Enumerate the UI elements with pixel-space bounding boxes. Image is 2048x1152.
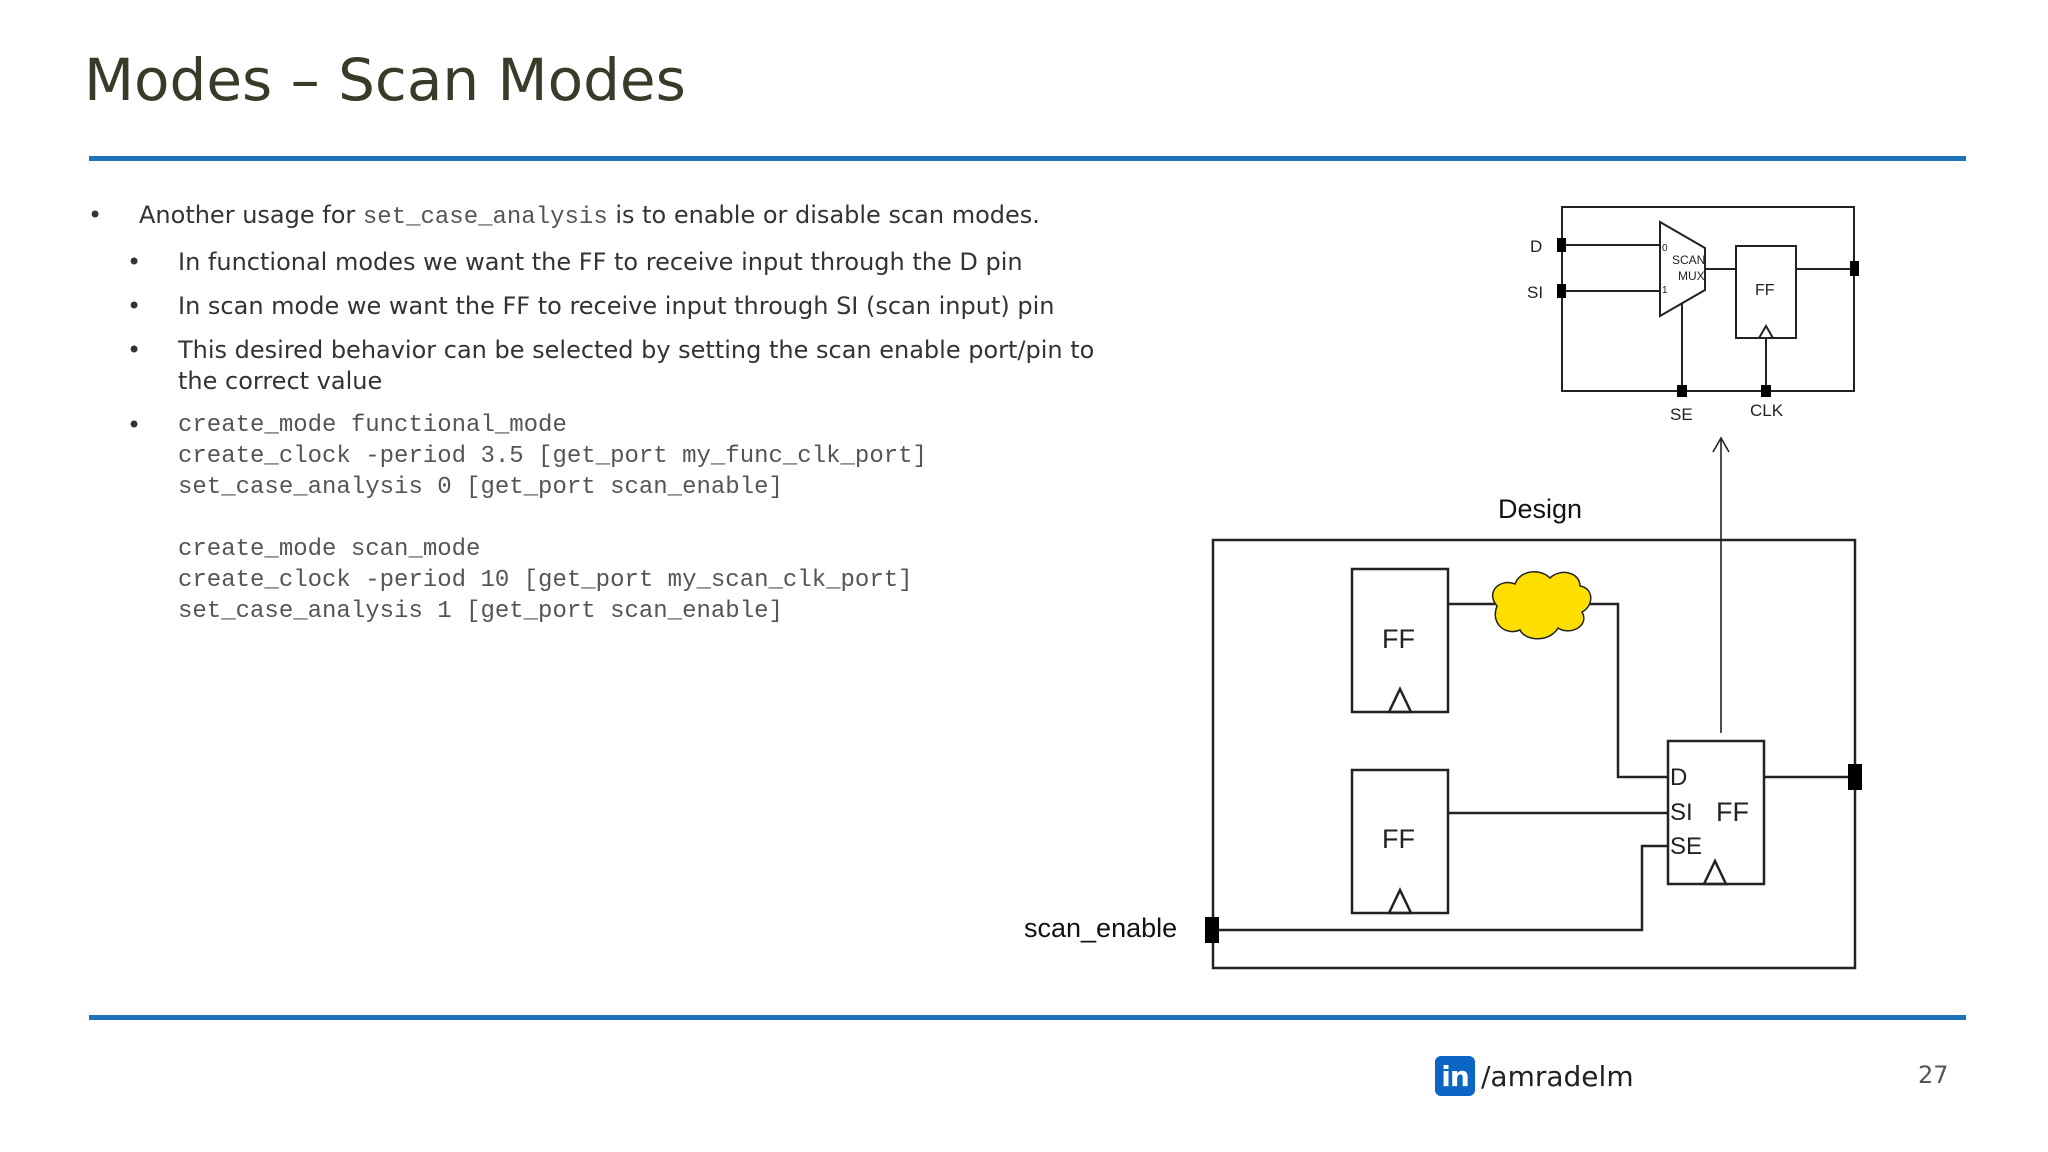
code-line: create_mode scan_mode: [178, 536, 481, 563]
pin-marker-si: [1557, 284, 1566, 298]
top-pin-si-label: SI: [1527, 283, 1543, 302]
mux-in1-label: 1: [1662, 285, 1668, 296]
top-ff-clock-triangle: [1757, 324, 1775, 339]
bullet-list: • Another usage for set_case_analysis is…: [88, 200, 1098, 640]
code-line: set_case_analysis 1 [get_port scan_enabl…: [178, 598, 783, 625]
pin-marker-clk: [1761, 385, 1771, 397]
mux-in0-label: 0: [1662, 243, 1668, 254]
mux-label-mux: MUX: [1678, 269, 1705, 283]
bullet-main: • Another usage for set_case_analysis is…: [88, 200, 1098, 233]
design-title: Design: [1498, 494, 1582, 524]
design-ff1-label: FF: [1382, 624, 1415, 654]
bullet-main-code: set_case_analysis: [362, 204, 608, 231]
zoom-arrow: [1712, 436, 1730, 733]
combinational-logic-cloud: [1491, 571, 1592, 640]
linkedin-icon: in: [1435, 1056, 1475, 1096]
bullet-sub-text: In functional modes we want the FF to re…: [178, 248, 1023, 276]
mux-label-scan: SCAN: [1672, 253, 1705, 267]
top-se-label: SE: [1670, 405, 1693, 424]
scan-cell-boundary: [1561, 206, 1855, 392]
wire-cloud-d: [1570, 602, 1668, 779]
top-clk-label: CLK: [1750, 401, 1784, 420]
bullet-code: • create_mode functional_mode create_cloc…: [88, 410, 1098, 627]
wire-scan-enable: [1215, 844, 1668, 932]
bullet-main-prefix: Another usage for: [139, 201, 363, 229]
design-output-port-marker: [1848, 764, 1862, 790]
bullet-dot: •: [127, 411, 142, 439]
top-pin-markers: [1557, 238, 1859, 397]
scan-mux-shape: [1659, 220, 1706, 318]
bullet-dot: •: [127, 336, 142, 364]
scan-ff-pin-d: D: [1670, 764, 1687, 791]
bullet-sub-text: In scan mode we want the FF to receive i…: [178, 292, 1055, 320]
code-line: set_case_analysis 0 [get_port scan_enabl…: [178, 474, 783, 501]
code-line: create_mode functional_mode: [178, 412, 567, 439]
slide-title: Modes – Scan Modes: [84, 46, 686, 114]
bullet-dot: •: [88, 201, 103, 229]
code-block: create_mode functional_mode create_clock …: [178, 410, 1098, 627]
design-ff2-clock-triangle: [1387, 887, 1413, 915]
scan-ff-pin-si: SI: [1670, 799, 1693, 826]
bullet-main-suffix: is to enable or disable scan modes.: [607, 201, 1040, 229]
scan-mux-schematic: [1561, 206, 1855, 392]
bullet-sub-text: This desired behavior can be selected by…: [178, 336, 1095, 395]
pin-marker-d: [1557, 238, 1566, 252]
bottom-divider: [89, 1015, 1966, 1020]
design-scan-ff-label: FF: [1716, 797, 1749, 827]
scan-ff-pin-se: SE: [1670, 833, 1702, 860]
top-ff-label: FF: [1755, 282, 1775, 299]
pin-marker-out: [1850, 261, 1859, 276]
bullet-sub-scan: • In scan mode we want the FF to receive…: [88, 291, 1098, 322]
bullet-sub-enable: • This desired behavior can be selected …: [88, 335, 1098, 397]
linkedin-handle[interactable]: in /amradelm: [1435, 1055, 1634, 1097]
design-ff2-label: FF: [1382, 824, 1415, 854]
design-boundary: [1211, 538, 1857, 970]
page-number: 27: [1918, 1061, 1949, 1089]
code-line: create_clock -period 10 [get_port my_sca…: [178, 567, 913, 594]
linkedin-handle-text: /amradelm: [1481, 1059, 1634, 1093]
top-pin-d-label: D: [1530, 237, 1542, 256]
design-scan-ff-clock-triangle: [1702, 858, 1728, 886]
bullet-sub-functional: • In functional modes we want the FF to …: [88, 247, 1098, 278]
bullet-dot: •: [127, 248, 142, 276]
code-line: create_clock -period 3.5 [get_port my_fu…: [178, 443, 927, 470]
top-divider: [89, 156, 1966, 161]
scan-enable-port-marker: [1205, 917, 1219, 943]
design-block: [1211, 538, 1857, 970]
scan-enable-port-label: scan_enable: [1024, 913, 1177, 943]
bullet-dot: •: [127, 292, 142, 320]
design-ff1-clock-triangle: [1387, 686, 1413, 714]
pin-marker-se: [1677, 385, 1687, 397]
